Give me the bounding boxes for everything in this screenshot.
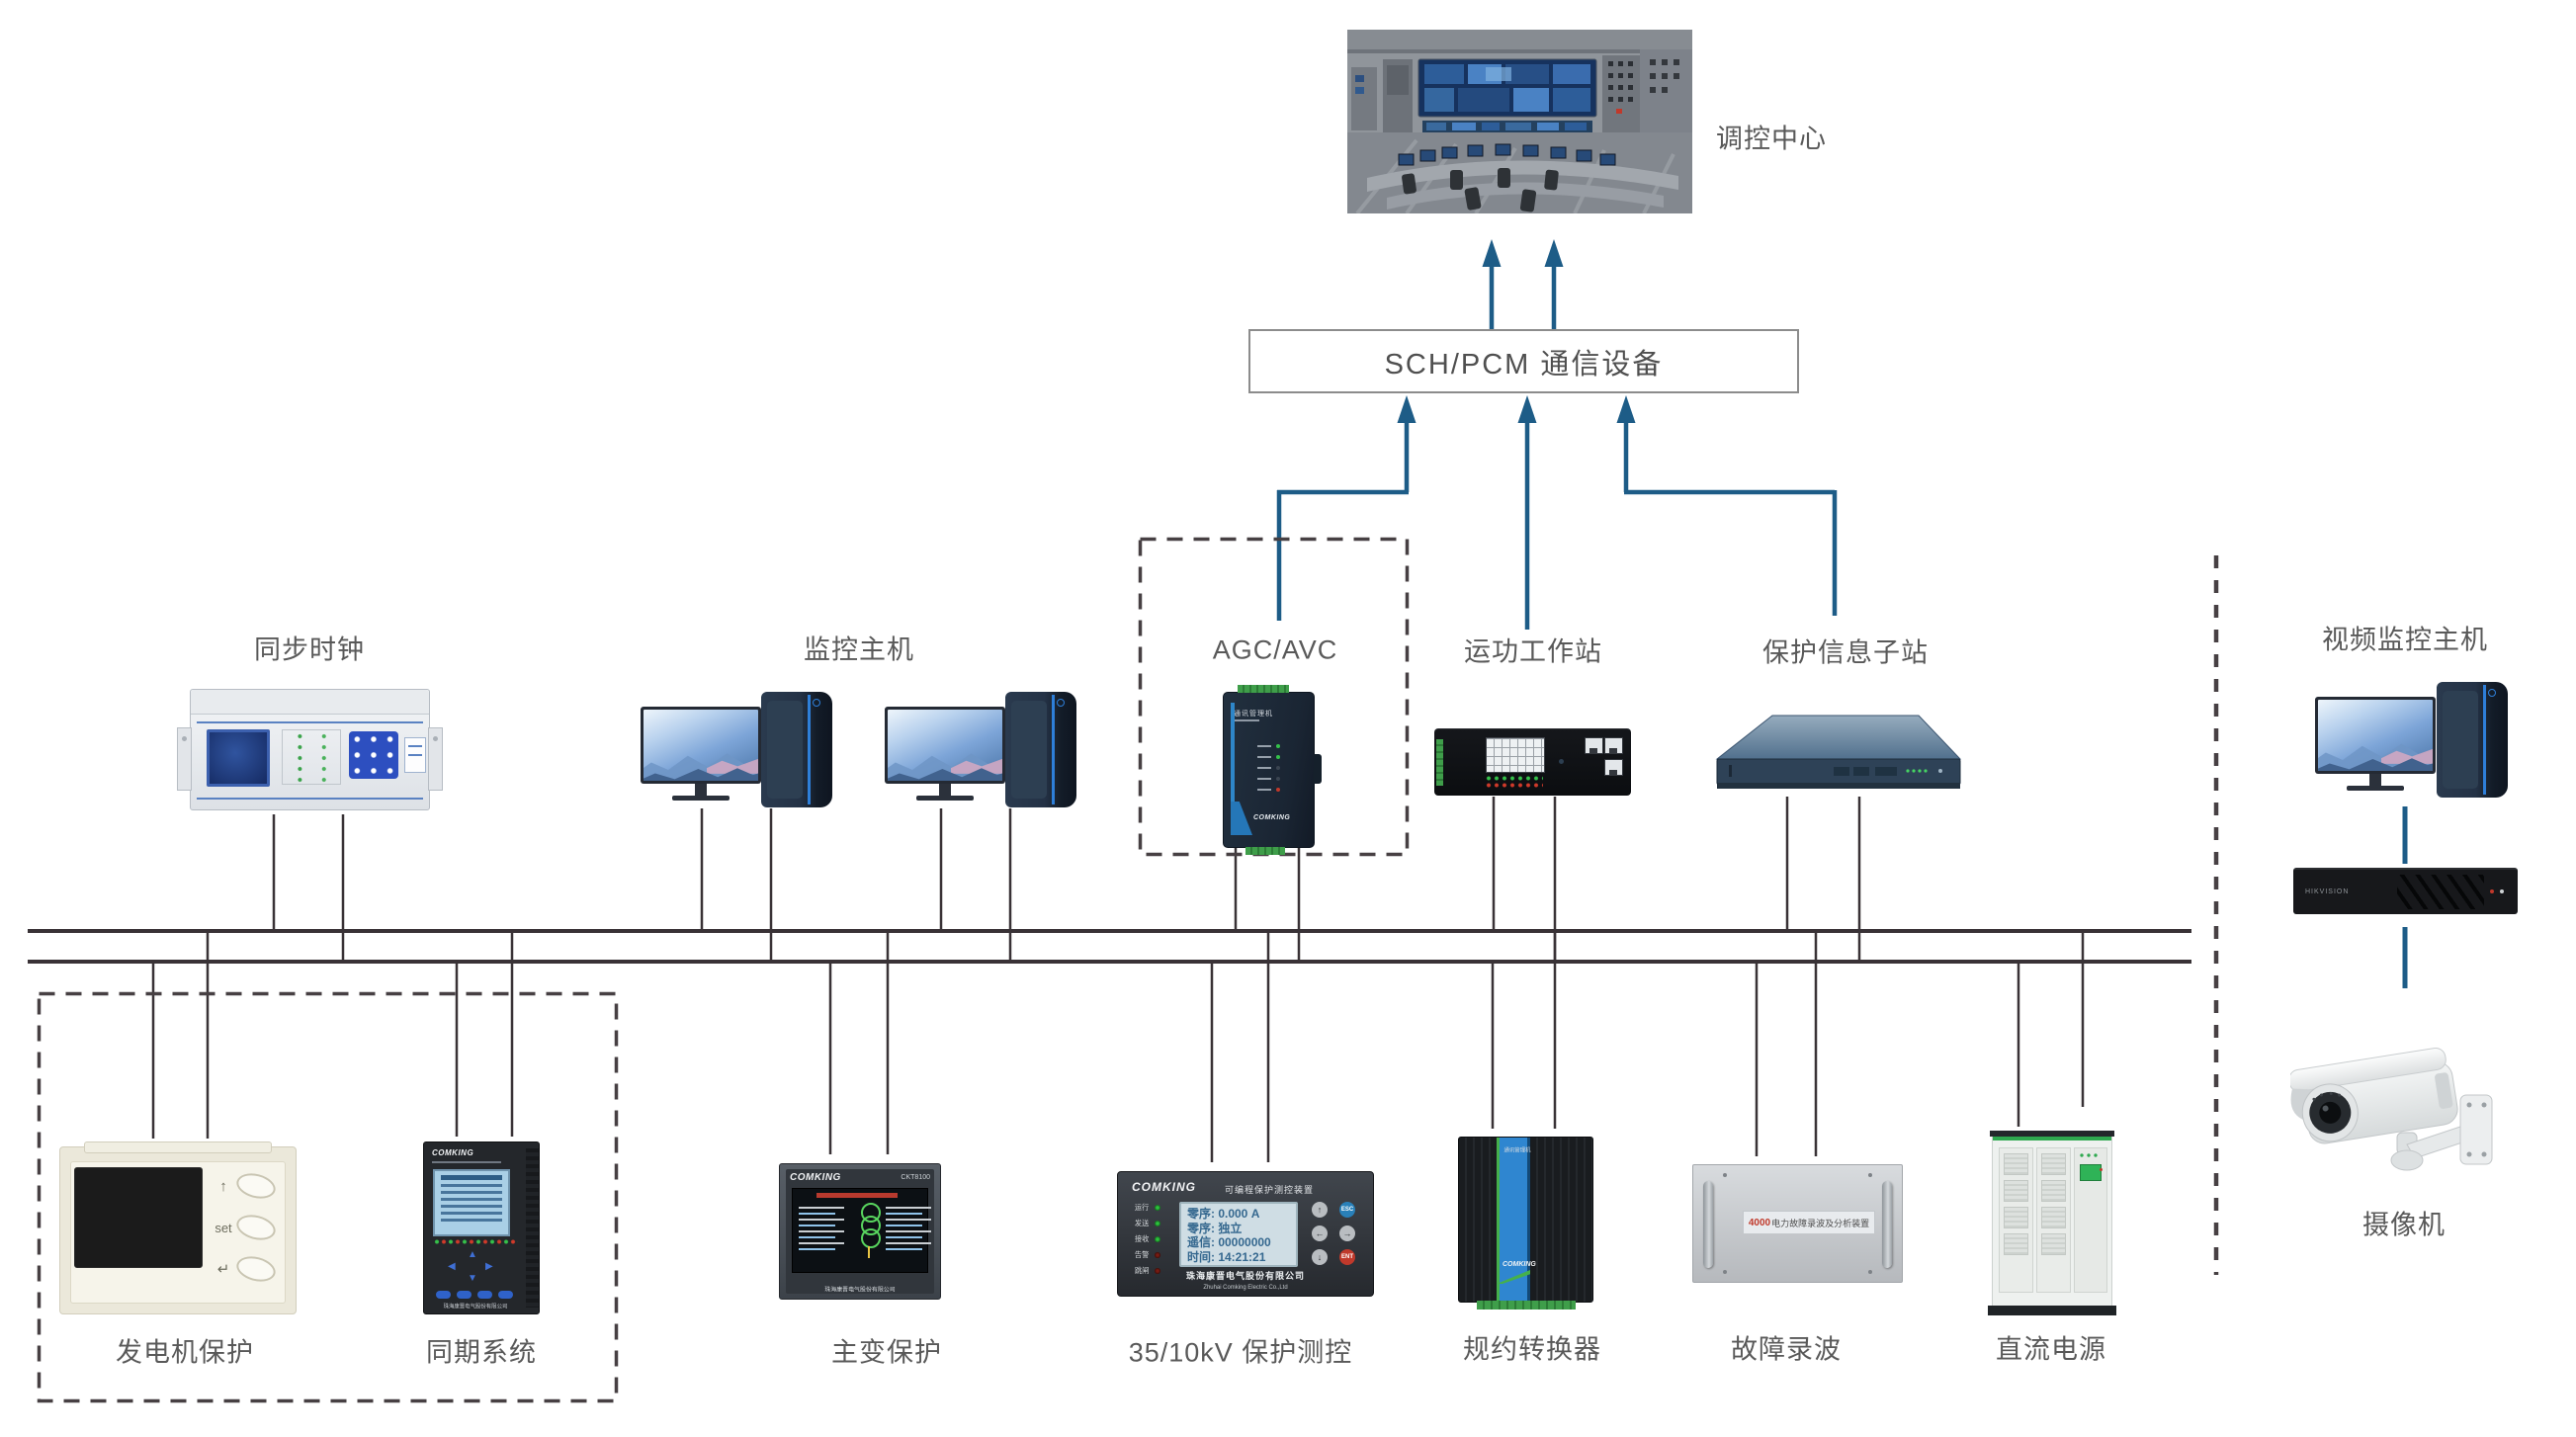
clock-keypad [349,731,398,779]
computer-tower [1005,692,1076,807]
nav-pad: ▲◀ ▶▼ [448,1249,493,1284]
protection-substation-label: 保护信息子站 [1762,637,1929,668]
device-title-text: 可编程保护测控装置 [1225,1185,1315,1195]
ent-button: ENT [1339,1249,1355,1265]
kv-protection-device: COMKING 可编程保护测控装置 运行 发送 接收 告警 跳闸 零序: 0.0… [1117,1171,1374,1297]
esc-button: ESC [1339,1202,1355,1218]
nvr-device: HIKVISION [2293,868,2518,914]
company-text: 珠海康晋电气股份有限公司 [443,1305,508,1310]
main-transformer-protection-label: 主变保护 [831,1337,942,1368]
dc-power-cabinet [1988,1131,2116,1315]
cabinet-door [1999,1147,2033,1293]
monitor [641,707,761,801]
device-model-text: 通讯管理机 [1503,1148,1531,1154]
down-button: ↓ [1312,1249,1328,1265]
up-arrow-icon: ↑ [219,1177,227,1195]
sync-system-device: COMKING ▲◀ ▶▼ 珠海康晋电气股份有限公司 [423,1141,540,1314]
protection-substation-device [1715,712,1962,796]
cabinet-door [2036,1147,2071,1293]
sch-pcm-comm-box: SCH/PCM 通信设备 [1248,329,1799,393]
company-text-en: Zhuhai Comking Electric Co.,Ltd [1203,1284,1288,1291]
rack-ear [428,727,443,791]
telecontrol-ws-label: 运功工作站 [1464,636,1602,667]
generator-protection-device: ↑ set ↵ [59,1141,297,1314]
control-panel [2074,1147,2107,1293]
nvr-brand-text: HIKVISION [2305,888,2350,895]
device-model-text: 通讯管理机 [1234,711,1273,718]
main-transformer-protection-device: COMKING CKT8100 珠海康晋电气股份有限公司 [779,1163,941,1300]
control-room-photo [1347,30,1692,213]
agc-avc-device: 通讯管理机 COMKING [1223,685,1322,855]
protocol-converter-device: 通讯管理机 COMKING [1458,1137,1593,1310]
agc-avc-label: AGC/AVC [1212,634,1338,665]
oval-button [233,1211,279,1244]
computer-tower [2437,682,2508,798]
enter-arrow-icon: ↵ [216,1261,230,1278]
model-text: CKT8100 [901,1174,930,1181]
generator-protection-label: 发电机保护 [116,1337,254,1368]
ethernet-port [1604,759,1623,776]
uplink-arrows [1276,239,1838,630]
status-leds [1257,744,1280,799]
button-panel: ↑ ESC ← → ↓ ENT [1308,1202,1365,1271]
brand-text: COMKING [1253,814,1291,821]
vent-grille [2397,875,2484,909]
device-drop-lines [151,797,2085,1162]
right-button: → [1339,1226,1355,1241]
kv-protection-label: 35/10kV 保护测控 [1128,1337,1353,1368]
transformer-glyph [854,1203,884,1260]
left-button: ← [1312,1226,1328,1241]
ethernet-port [1585,737,1603,754]
brand-text: COMKING [790,1172,841,1183]
company-text: 珠海康晋电气股份有限公司 [824,1287,896,1294]
control-center-label: 调控中心 [1716,124,1827,154]
dc-power-label: 直流电源 [1996,1334,2106,1365]
monitor [2315,697,2436,791]
camera-label: 摄像机 [2362,1210,2446,1240]
telecontrol-ws-device [1434,728,1631,796]
rack-ear [177,727,192,791]
status-leds: 运行 发送 接收 告警 跳闸 [1134,1202,1160,1281]
brand-text: COMKING [1503,1261,1536,1268]
cctv-camera [2288,1038,2504,1189]
bus-lines [28,929,2191,964]
scada-host-label: 监控主机 [804,634,914,665]
clock-lcd-screen [207,729,270,787]
monitor [885,707,1005,801]
company-text-cn: 珠海康晋电气股份有限公司 [1185,1271,1305,1281]
computer-tower [761,692,832,807]
oval-button [233,1252,279,1286]
video-host-label: 视频监控主机 [2322,625,2488,655]
sync-clock-device [177,689,443,810]
device-screen [74,1167,203,1268]
fault-recorder-label: 故障录波 [1731,1334,1842,1365]
protocol-converter-label: 规约转换器 [1463,1334,1601,1365]
sync-clock-label: 同步时钟 [254,634,365,665]
device-lcd: 零序: 0.000 A 零序: 独立 遥信: 00000000 时间: 14:2… [1179,1202,1298,1267]
device-screen [792,1188,931,1273]
brand-text: COMKING [1132,1180,1196,1194]
ethernet-port [1604,737,1623,754]
set-button-text: set [215,1220,232,1235]
clock-led-grid [282,729,341,785]
device-lcd [433,1169,510,1236]
label-grid [1486,737,1545,773]
oval-button [233,1169,279,1203]
sync-system-label: 同期系统 [426,1337,537,1368]
brand-text: COMKING [432,1148,474,1157]
up-button: ↑ [1312,1202,1328,1218]
